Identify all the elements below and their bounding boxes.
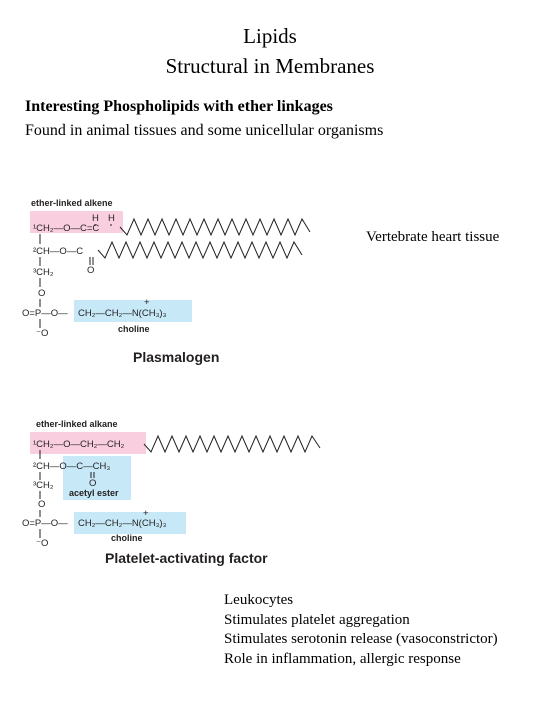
page-title-line1: Lipids	[243, 24, 297, 48]
page-title-line2: Structural in Membranes	[165, 54, 375, 78]
choline-group: CH₂—CH₂—N(CH₃)₃	[78, 518, 167, 529]
paf-name: Platelet-activating factor	[105, 550, 268, 566]
paf-note-line: Leukocytes	[224, 592, 294, 608]
ether-linked-alkane-label: ether-linked alkane	[36, 419, 118, 429]
carbon-1-row: ¹CH₂—O—C=C	[33, 223, 99, 234]
acetyl-ester-label: acetyl ester	[69, 488, 119, 498]
ether-linked-alkene-label: ether-linked alkene	[31, 198, 113, 208]
plasmalogen-note: Vertebrate heart tissue	[366, 229, 500, 245]
plasmalogen-structure: ether-linked alkene H H ¹CH₂—O—C=C ²CH—O…	[22, 198, 311, 365]
linking-oxygen: O	[38, 499, 45, 510]
hydrogen-label: H	[92, 213, 99, 224]
choline-group: CH₂—CH₂—N(CH₃)₃	[78, 308, 167, 319]
phosphate-row: O=P—O—	[22, 518, 68, 529]
hydrogen-label: H	[108, 213, 115, 224]
positive-charge: +	[144, 297, 150, 308]
linking-oxygen: O	[38, 288, 45, 299]
phosphate-oxygen-anion: ⁻O	[36, 538, 48, 549]
paf-note-line: Stimulates platelet aggregation	[224, 611, 410, 628]
phosphate-oxygen-anion: ⁻O	[36, 328, 48, 339]
choline-label: choline	[111, 533, 143, 543]
carbon-1-row: ¹CH₂—O—CH₂—CH₂	[33, 439, 125, 450]
carbonyl-oxygen: O	[89, 478, 96, 489]
carbon-3-row: ³CH₂	[33, 480, 54, 491]
ether-alkene-highlight	[30, 211, 123, 233]
carbon-3-row: ³CH₂	[33, 267, 54, 278]
paf-structure: ether-linked alkane ¹CH₂—O—CH₂—CH₂ ²CH—O…	[22, 419, 321, 566]
choline-highlight	[74, 512, 186, 534]
phosphate-row: O=P—O—	[22, 308, 68, 319]
positive-charge: +	[143, 508, 149, 519]
carbonyl-oxygen: O	[87, 265, 94, 276]
ether-alkane-highlight	[30, 432, 146, 454]
carbon-2-row: ²CH—O—C	[33, 246, 83, 257]
paf-notes: Leukocytes Stimulates platelet aggregati…	[224, 591, 498, 669]
paf-note-line: Role in inflammation, allergic response	[224, 650, 461, 667]
choline-highlight	[74, 300, 192, 322]
acetyl-highlight	[63, 456, 131, 500]
section-subheading: Found in animal tissues and some unicell…	[25, 122, 384, 139]
plasmalogen-name: Plasmalogen	[133, 349, 219, 365]
section-heading: Interesting Phospholipids with ether lin…	[25, 98, 333, 115]
choline-label: choline	[118, 324, 150, 334]
carbon-2-row: ²CH—O—C—CH₃	[33, 461, 110, 472]
paf-note-line: Stimulates serotonin release (vasoconstr…	[224, 631, 498, 647]
